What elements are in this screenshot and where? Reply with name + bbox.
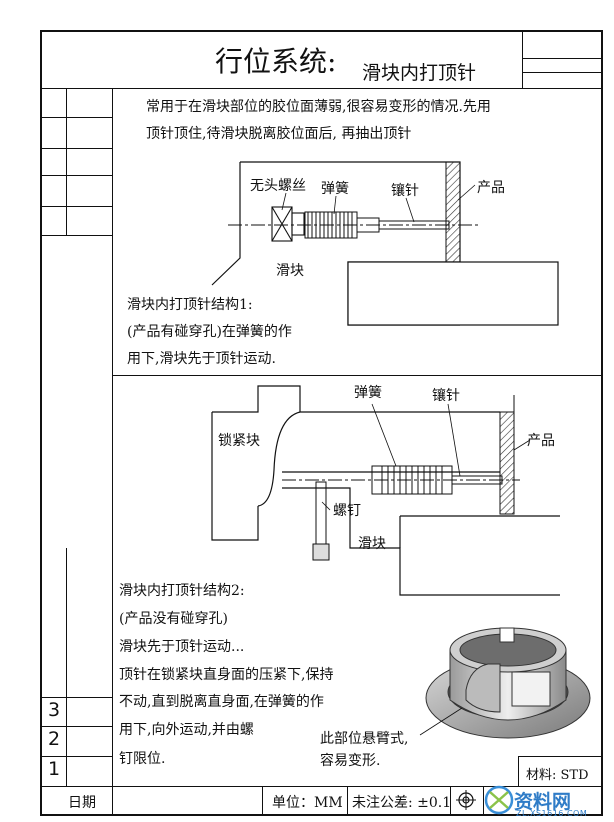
note-line-1: 此部位悬臂式, [320, 731, 409, 747]
set-screw-1 [271, 206, 305, 242]
structure2-line-3: 滑块先于顶针运动... [119, 639, 245, 655]
rev-row-line [40, 697, 112, 698]
structure2-line-4: 顶针在锁紧块直身面的压紧下,保持 [119, 667, 334, 683]
product-block-2 [499, 411, 515, 515]
footer-top [40, 786, 602, 787]
content-left-divider [112, 88, 113, 816]
label-spring-2: 弹簧 [354, 385, 382, 401]
frame-top [40, 30, 602, 32]
stop-screw [312, 481, 330, 561]
title-box-left [522, 30, 523, 89]
label-pin-2: 镶针 [432, 388, 460, 404]
structure1-line-1: 滑块内打顶针结构1: [127, 297, 253, 313]
footer-divider [347, 786, 348, 816]
frame-bottom [40, 814, 602, 816]
footer-material: 材料: STD [526, 768, 589, 783]
footer-tolerance: 未注公差: ±0.1 [352, 795, 452, 811]
header-bottom [40, 88, 602, 89]
page-subtitle: 滑块内打顶针 [362, 62, 477, 84]
label-slider-1: 滑块 [276, 263, 304, 279]
title-box-mid [522, 58, 602, 59]
material-box-left [518, 756, 519, 786]
watermark-brand: 资料网 [514, 791, 572, 813]
footer-divider [262, 786, 263, 816]
section-divider-1 [112, 375, 602, 376]
rev-row-line [40, 756, 112, 757]
label-pin-1: 镶针 [391, 183, 419, 199]
rev-row-line [40, 206, 112, 207]
label-spring-1: 弹簧 [321, 181, 349, 197]
label-lock-block: 锁紧块 [218, 433, 260, 449]
page-title: 行位系统: [215, 45, 337, 78]
title-box-mid2 [522, 72, 602, 73]
frame-right [601, 30, 603, 816]
footer-divider [450, 786, 451, 816]
product-block-1 [445, 161, 461, 263]
structure2-line-2: (产品没有碰穿孔) [119, 611, 228, 627]
intro-line-1: 常用于在滑块部位的胶位面薄弱,很容易变形的情况.先用 [146, 99, 491, 115]
footer-date-label: 日期 [68, 795, 96, 811]
structure2-line-6: 用下,向外运动,并由螺 [119, 722, 254, 738]
note-line-2: 容易变形. [320, 753, 381, 769]
rev-number-2: 2 [48, 728, 61, 750]
rev-row-line [40, 235, 112, 236]
structure2-line-7: 钉限位. [119, 751, 166, 767]
structure1-line-2: (产品有碰穿孔)在弹簧的作 [127, 324, 292, 340]
label-slider-2: 滑块 [358, 536, 386, 552]
label-product-2: 产品 [527, 433, 555, 449]
rev-row-line [40, 148, 112, 149]
lock-block [211, 385, 500, 541]
intro-line-2: 顶针顶住,待滑块脱离胶位面后, 再抽出顶针 [146, 126, 412, 142]
material-box-top [518, 756, 602, 757]
footer-unit: 单位：MM [272, 795, 343, 811]
structure2-line-1: 滑块内打顶针结构2: [119, 583, 245, 599]
rev-row-line [40, 726, 112, 727]
frame-left [40, 30, 42, 816]
rev-row-line [40, 175, 112, 176]
structure2-line-5: 不动,直到脱离直身面,在弹簧的作 [119, 694, 324, 710]
rev-row-line [40, 117, 112, 118]
label-screw-2: 螺钉 [333, 503, 361, 519]
structure1-line-3: 用下,滑块先于顶针运动. [127, 351, 276, 367]
rev-col-line [66, 88, 67, 236]
rev-number-1: 1 [48, 758, 61, 780]
slider-outline-2 [282, 471, 560, 596]
label-product-1: 产品 [477, 180, 505, 196]
label-set-screw: 无头螺丝 [250, 178, 306, 194]
rev-col-line [66, 548, 67, 786]
rev-number-3: 3 [48, 699, 61, 721]
ejector-pin-2 [451, 475, 503, 485]
watermark-url: ZL.XS1616.COM [516, 809, 588, 818]
footer-divider [483, 786, 484, 816]
